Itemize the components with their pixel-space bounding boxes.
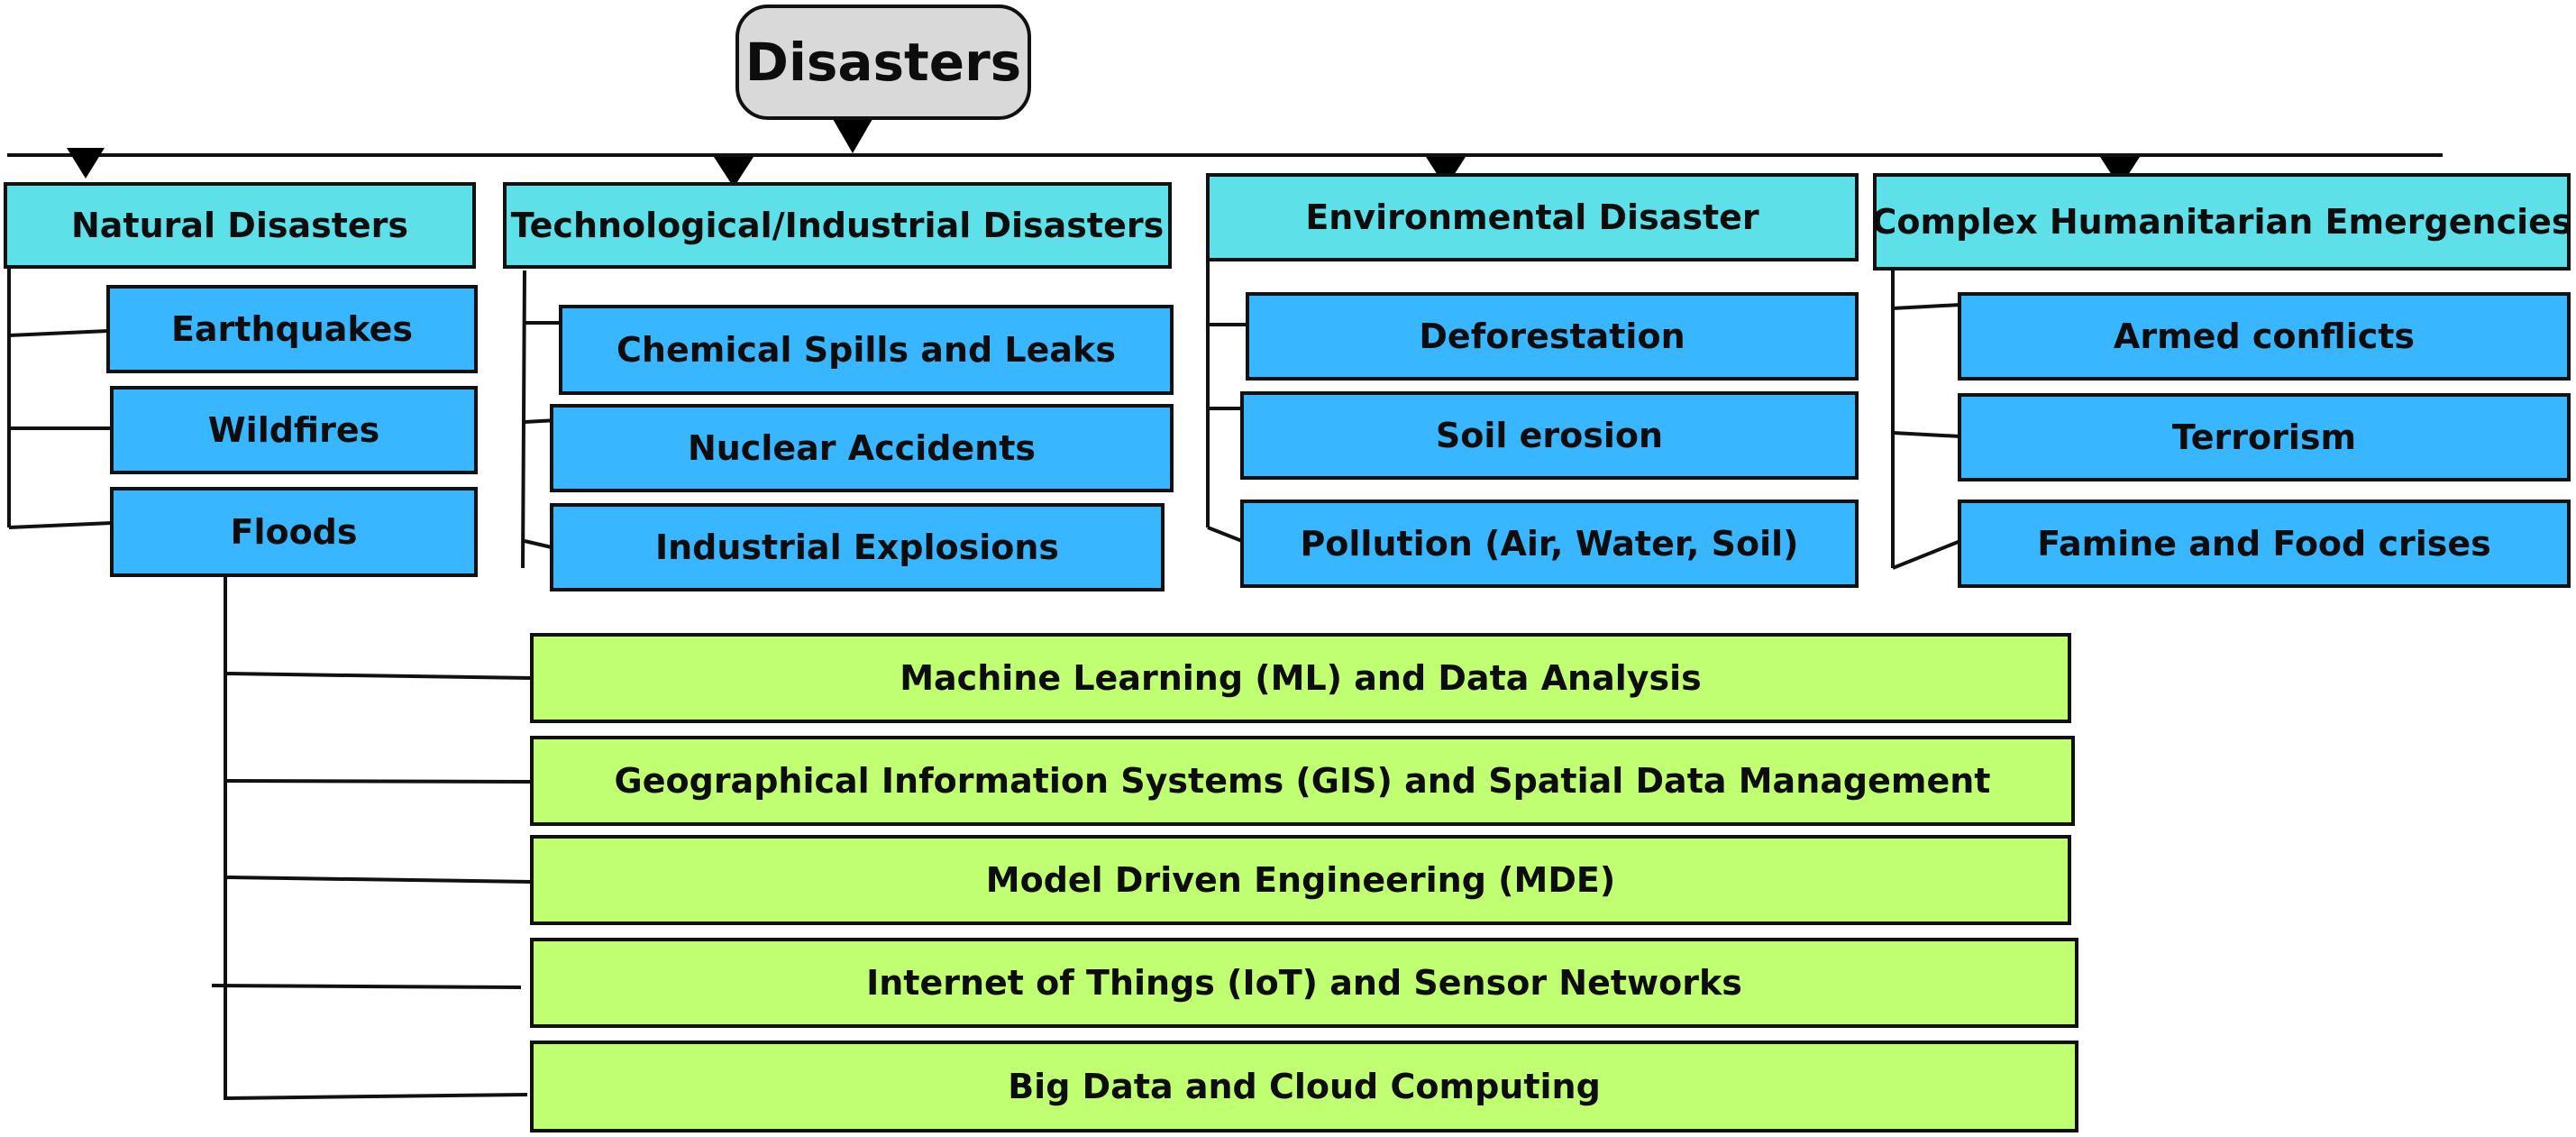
subcategory-soil-erosion: Soil erosion — [1240, 391, 1859, 480]
subcategory-nuclear-accidents: Nuclear Accidents — [550, 404, 1174, 492]
subcategory-pollution: Pollution (Air, Water, Soil) — [1240, 500, 1859, 588]
subcategory-famine-and-food-crises: Famine and Food crises — [1958, 500, 2571, 588]
subcategory-industrial-explosions: Industrial Explosions — [550, 503, 1165, 591]
category-complex-humanitarian-emergencies: Complex Humanitarian Emergencies — [1871, 173, 2572, 270]
technology-machine-learning: Machine Learning (ML) and Data Analysis — [530, 633, 2071, 723]
subcategory-armed-conflicts: Armed conflicts — [1958, 292, 2571, 381]
subcategory-floods: Floods — [110, 487, 478, 577]
technology-big-data-cloud: Big Data and Cloud Computing — [530, 1041, 2078, 1132]
category-natural-disasters: Natural Disasters — [4, 182, 476, 269]
subcategory-terrorism: Terrorism — [1958, 393, 2571, 481]
technology-gis: Geographical Information Systems (GIS) a… — [530, 736, 2075, 826]
technology-mde: Model Driven Engineering (MDE) — [530, 835, 2071, 925]
category-environmental-disaster: Environmental Disaster — [1206, 173, 1859, 261]
subcategory-deforestation: Deforestation — [1246, 292, 1859, 381]
subcategory-wildfires: Wildfires — [110, 386, 478, 474]
subcategory-chemical-spills-and-leaks: Chemical Spills and Leaks — [559, 305, 1174, 395]
root-node-disasters: Disasters — [735, 5, 1031, 120]
category-technological-industrial-disasters: Technological/Industrial Disasters — [503, 182, 1172, 269]
technology-iot: Internet of Things (IoT) and Sensor Netw… — [530, 938, 2078, 1028]
subcategory-earthquakes: Earthquakes — [106, 285, 478, 373]
